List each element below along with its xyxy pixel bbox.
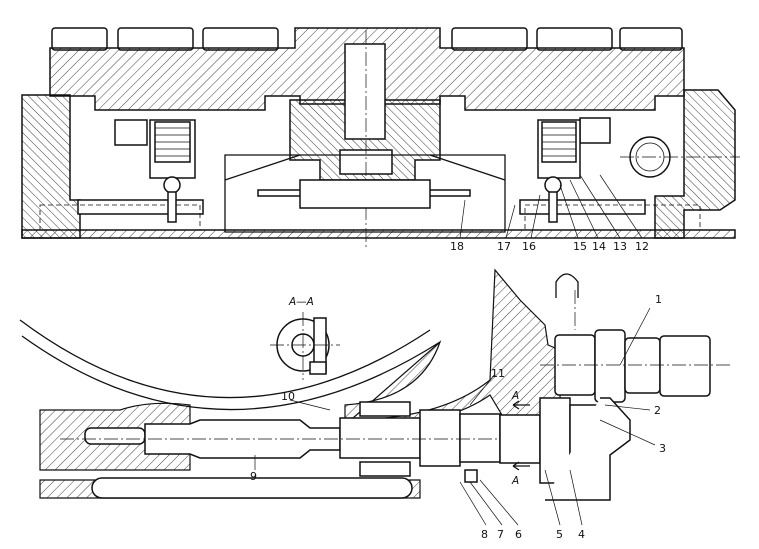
left-housing [21,94,81,239]
part-label-9: 9 [250,470,257,483]
part-label-11: 11 [491,367,505,380]
part-label-8: 8 [481,528,488,541]
cut-marker-upper: A [511,390,519,402]
part-label-5: 5 [556,528,563,541]
lower-leaders [254,307,656,526]
lower-section-view [19,268,730,526]
section-a-a-detail [270,312,340,380]
right-housing [654,89,736,239]
part-label-14: 14 [592,240,606,253]
part-label-1: 1 [655,293,662,306]
upper-section-view [21,27,740,248]
left-platform [77,199,204,215]
part-label-2: 2 [654,404,661,417]
base-plate [21,229,736,239]
part-label-15: 15 [573,240,587,253]
part-label-17: 17 [497,240,511,253]
shaft [60,409,600,467]
cut-marker-lower: A [511,475,519,487]
upper-leaders [459,174,643,239]
top-slots [51,27,683,51]
part-label-16: 16 [522,240,536,253]
central-bore [344,43,386,140]
part-label-7: 7 [497,528,504,541]
left-clamp-block [114,119,148,146]
part-label-6: 6 [515,528,522,541]
part-label-4: 4 [578,528,585,541]
bearing-block [359,401,411,417]
part-label-12: 12 [635,240,649,253]
right-clamp-block [579,117,611,144]
part-label-10: 10 [281,390,295,403]
part-label-18: 18 [450,240,464,253]
outer-rim [19,319,431,399]
part-label-13: 13 [613,240,627,253]
motor [540,290,730,403]
u-clamp [555,273,579,298]
part-label-3: 3 [659,442,666,455]
section-label: A—A [288,296,314,308]
part-labels: 18 17 16 15 14 13 12 1 2 3 4 5 6 7 8 9 1… [250,240,666,541]
coupling [499,414,541,464]
